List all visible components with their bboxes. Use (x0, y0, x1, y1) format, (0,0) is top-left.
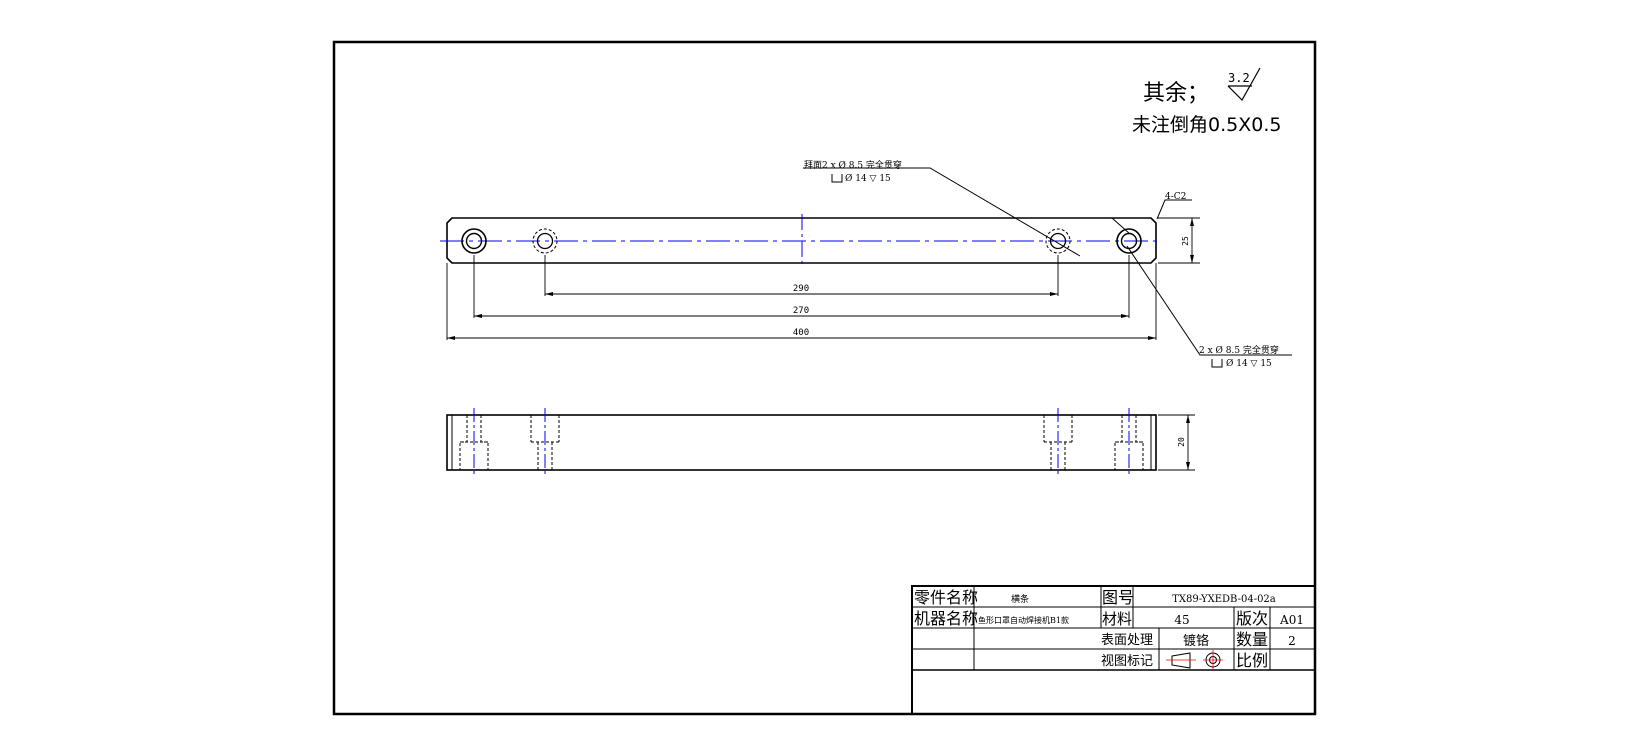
machine-name-value: 鱼形口罩自动焊接机B1款 (978, 615, 1069, 625)
front-view: 20 (446, 408, 1195, 477)
quantity-label: 数量 (1236, 630, 1268, 649)
hole-left-outer (461, 228, 487, 254)
hidden-hole-left-outer (459, 415, 489, 470)
roughness-symbol-icon (1227, 67, 1261, 101)
callout-top-line1: 拜面2 x Ø 8.5 完全贯穿 (804, 159, 902, 171)
callout-bottom-line1: 2 x Ø 8.5 完全贯穿 (1199, 344, 1279, 356)
quantity-value: 2 (1288, 634, 1296, 648)
view-label: 视图标记 (1101, 654, 1153, 669)
leader-chamfer-ext (1111, 217, 1131, 235)
counterbore-icon-bottom (1211, 359, 1223, 368)
bar-outline-top (446, 217, 1157, 264)
dim-25: 25 (1181, 218, 1194, 263)
title-block: 零件名称 横条 图号 TX89-YXEDB-04-02a 机器名称 鱼形口罩自动… (911, 585, 1316, 715)
roughness-value: 3.2 (1228, 71, 1250, 85)
extension-lines (446, 217, 1200, 340)
surface-roughness-note: 其余； 3.2 (1143, 67, 1261, 106)
dim-25-text: 25 (1181, 236, 1190, 246)
roughness-prefix: 其余； (1143, 81, 1209, 106)
drawing-no-value: TX89-YXEDB-04-02a (1172, 594, 1276, 605)
material-label: 材料 (1102, 610, 1132, 628)
surface-value: 镀铬 (1183, 633, 1209, 649)
part-name-value: 横条 (1011, 593, 1029, 605)
dim-270: 270 (474, 306, 1129, 318)
revision-value: A01 (1279, 613, 1304, 627)
machine-name-label: 机器名称 (914, 609, 978, 628)
scale-label: 比例 (1236, 651, 1268, 670)
revision-label: 版次 (1236, 609, 1268, 628)
drawing-no-label: 图号 (1102, 588, 1134, 607)
callout-chamfer: 4-C2 (1165, 192, 1186, 202)
hole-left-inner (532, 228, 558, 254)
drawing-frame (332, 40, 1317, 716)
chamfer-note: 未注倒角0.5X0.5 (1132, 114, 1281, 136)
surface-label: 表面处理 (1101, 633, 1153, 648)
hole-center-lines (473, 408, 1130, 477)
part-name-label: 零件名称 (914, 588, 978, 607)
dim-270-text: 270 (793, 306, 809, 316)
leader-top-callout (803, 167, 1081, 257)
hidden-hole-right-outer (1114, 415, 1144, 470)
leader-bottom-callout (1126, 245, 1292, 356)
counterbore-icon (831, 174, 843, 183)
callout-bottom-line2: Ø 14 ▽ 15 (1226, 358, 1272, 369)
leader-chamfer (1156, 199, 1192, 220)
dim-20-text: 20 (1177, 437, 1186, 447)
bar-outline-front (446, 414, 1157, 471)
dim-290: 290 (545, 284, 1058, 296)
dim-400-text: 400 (793, 328, 809, 338)
material-value: 45 (1174, 613, 1189, 627)
dim-400: 400 (447, 328, 1156, 340)
callout-top-line2: Ø 14 ▽ 15 (845, 173, 891, 184)
dim-20: 20 (1158, 414, 1195, 471)
hole-right-inner (1045, 228, 1071, 254)
projection-symbol-icon (1166, 650, 1223, 670)
top-view: 拜面2 x Ø 8.5 完全贯穿 Ø 14 ▽ 15 2 x Ø 8.5 完全贯… (440, 159, 1292, 369)
dim-290-text: 290 (793, 284, 809, 294)
